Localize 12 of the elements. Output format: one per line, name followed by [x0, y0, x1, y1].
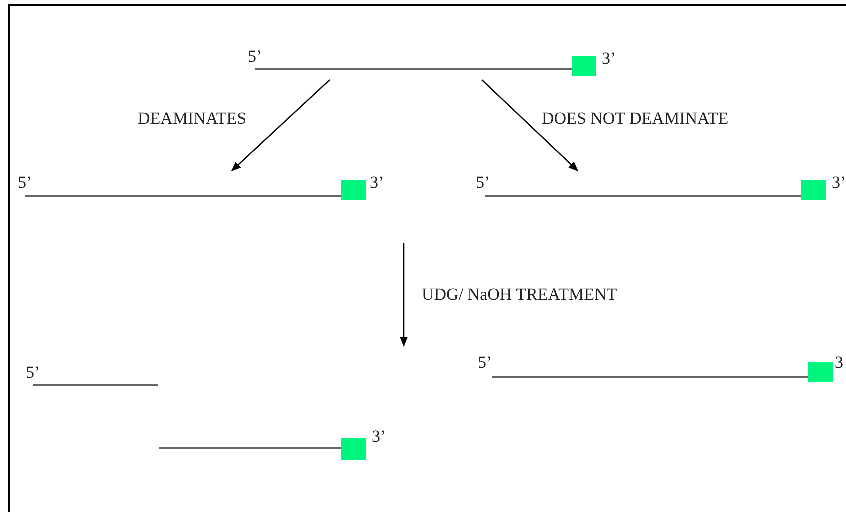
- arrow: [482, 80, 579, 172]
- strand-end-label: 3’: [370, 174, 384, 192]
- strand-end-label: 3: [835, 354, 844, 372]
- strand-end-label: 3’: [602, 50, 616, 68]
- arrow: [231, 80, 330, 172]
- strand-end-label: 3’: [832, 174, 846, 192]
- strand-end-label: 5’: [478, 354, 492, 372]
- strand-end-label: 3’: [372, 428, 386, 446]
- strand-end-label: 5’: [26, 364, 40, 382]
- strand-end-label: 5’: [248, 48, 262, 66]
- strand-end-label: 5’: [476, 174, 490, 192]
- strand-end-label: 5’: [18, 174, 32, 192]
